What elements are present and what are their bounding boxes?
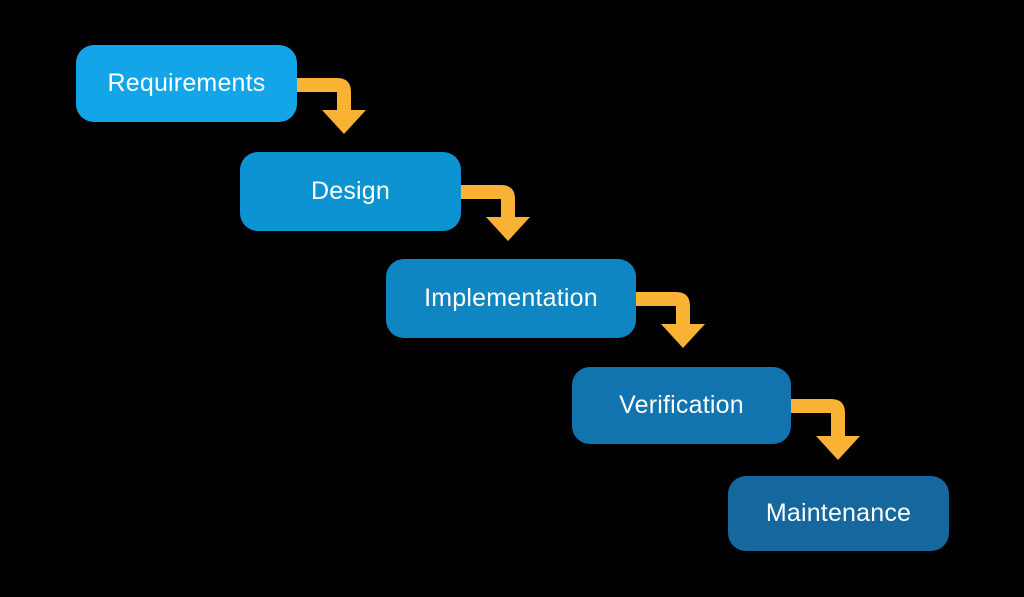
connector-design-to-implementation (454, 177, 554, 257)
stage-label-requirements: Requirements (107, 69, 266, 97)
arrow-path (295, 78, 366, 134)
arrow-icon (789, 399, 860, 460)
connector-verification-to-maintenance (784, 391, 884, 476)
stage-box-verification[interactable]: Verification (572, 367, 791, 444)
arrow-icon (634, 292, 705, 348)
arrow-path (459, 185, 530, 241)
stage-label-maintenance: Maintenance (765, 499, 912, 527)
stage-label-design: Design (310, 177, 391, 205)
arrow-path (789, 399, 860, 460)
stage-box-design[interactable]: Design (240, 152, 461, 231)
stage-label-implementation: Implementation (424, 284, 598, 312)
arrow-path (634, 292, 705, 348)
connector-implementation-to-verification (629, 284, 729, 364)
stage-box-requirements[interactable]: Requirements (76, 45, 297, 122)
stage-label-verification: Verification (619, 391, 744, 419)
connector-requirements-to-design (290, 70, 390, 150)
arrow-icon (459, 185, 530, 241)
arrow-icon (295, 78, 366, 134)
stage-box-implementation[interactable]: Implementation (386, 259, 636, 338)
stage-box-maintenance[interactable]: Maintenance (728, 476, 949, 551)
